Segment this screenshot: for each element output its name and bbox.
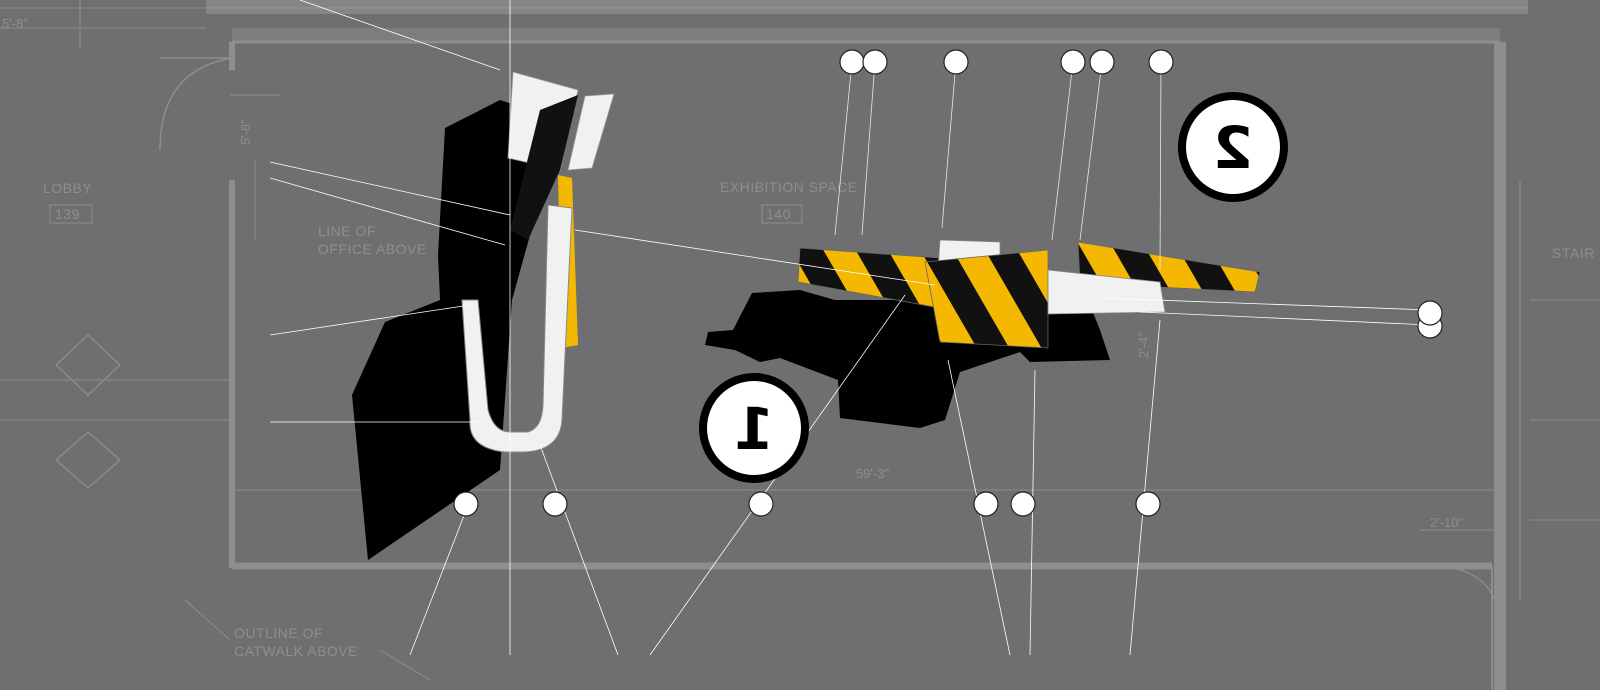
dimension-top-left: 5'-8" [2, 16, 28, 31]
marker-2-ring [1178, 92, 1288, 202]
callout-dot [1148, 49, 1174, 75]
marker-1-number: 1 [734, 395, 774, 463]
stair-label: STAIR [1552, 245, 1595, 261]
marker-1: 1 [699, 373, 809, 483]
left-installation [269, 0, 619, 656]
marker-1-ring [699, 373, 809, 483]
callout-dots [453, 49, 1443, 517]
marker-2-number: 2 [1213, 114, 1253, 182]
dimension-right: 2'-10" [1430, 515, 1464, 530]
right-installation [574, 229, 1431, 656]
office-line-label-2: OFFICE ABOVE [318, 241, 427, 257]
office-line-label-1: LINE OF [318, 223, 376, 239]
callout-dot [1135, 491, 1161, 517]
leader-lines [834, 61, 1162, 271]
right-center-hazard [924, 249, 1049, 349]
left-panel-white-strip [567, 93, 615, 171]
marker-2: 2 [1178, 92, 1288, 202]
exhibition-room-number: 140 [766, 206, 791, 222]
callout-dot [973, 491, 999, 517]
exhibition-space-label: EXHIBITION SPACE [720, 179, 858, 195]
callout-dot [1010, 491, 1036, 517]
callout-dot [839, 49, 865, 75]
catwalk-label-2: CATWALK ABOVE [234, 643, 358, 659]
left-panel-dark-top [510, 95, 578, 240]
lobby-room-number: 139 [55, 206, 80, 222]
catwalk-label-1: OUTLINE OF [234, 625, 323, 641]
right-white-plate [1047, 269, 1166, 315]
dimension-overall-width: 59'-3" [856, 466, 890, 481]
callout-dot [1089, 49, 1115, 75]
callout-dot [943, 49, 969, 75]
left-u-frame [461, 204, 573, 453]
left-construction-lines [269, 0, 619, 656]
lobby-label: LOBBY [43, 180, 92, 196]
callout-dot [862, 49, 888, 75]
callout-dot [1060, 49, 1086, 75]
dimension-left-vertical: 5'-8" [238, 119, 253, 145]
callout-dot [453, 491, 479, 517]
callout-dot [1417, 300, 1443, 326]
plan-text-labels: LOBBY 139 EXHIBITION SPACE 140 LINE OF O… [2, 16, 1595, 659]
callout-dot [542, 491, 568, 517]
callout-dot [748, 491, 774, 517]
dimension-small: 2'-4" [1136, 332, 1151, 358]
